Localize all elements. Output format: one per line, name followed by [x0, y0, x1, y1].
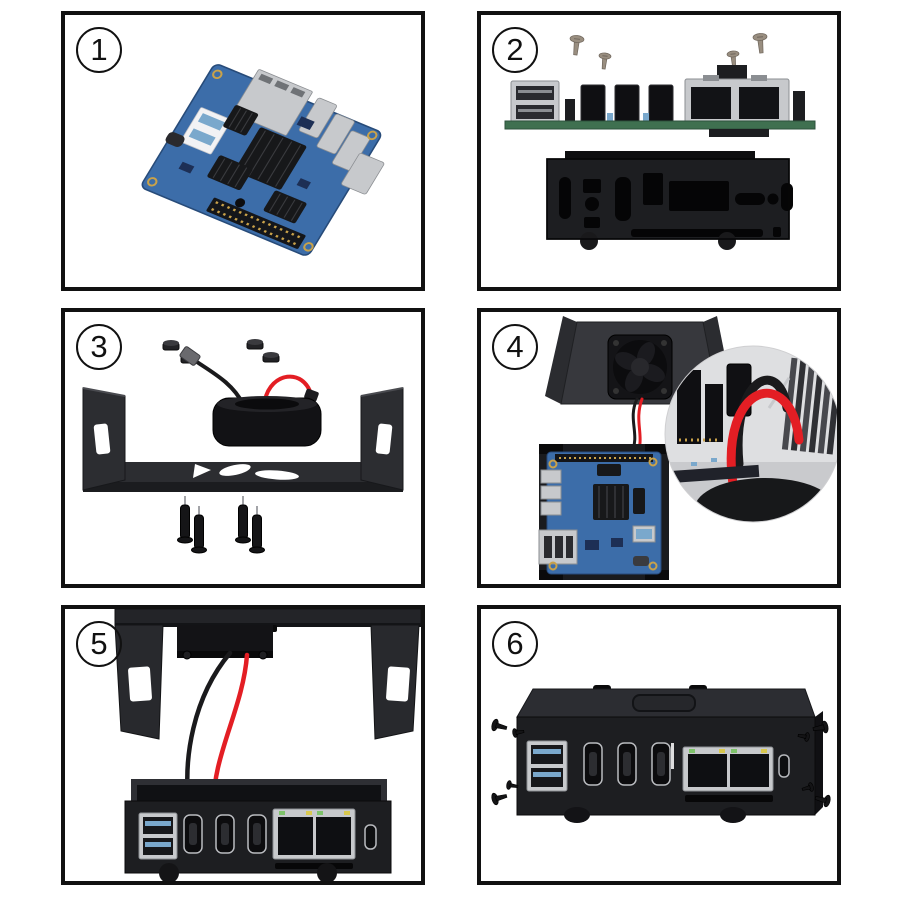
screw-icon: [814, 794, 831, 808]
case-foot: [580, 232, 598, 250]
fan-on-lid: [607, 334, 673, 400]
usb-c-port: [165, 132, 185, 147]
screw-icon: [752, 33, 768, 54]
usb3-stack: [180, 107, 232, 155]
hdmi-ports: [583, 742, 674, 786]
case-foot: [159, 863, 179, 881]
step-panel-4: 4: [477, 308, 841, 588]
case-foot: [564, 807, 590, 823]
fan-and-bracket-illustration: [82, 339, 404, 554]
pcb-edge: [504, 120, 816, 130]
cooling-fan: [179, 346, 322, 447]
standoff-screws: [177, 496, 265, 554]
ports-and-front-panel-illustration: [504, 33, 816, 250]
screw-icon: [726, 50, 740, 68]
screw-icon: [569, 35, 585, 56]
standoff-screw-icon: [235, 496, 251, 544]
case-lid-assembly: [114, 609, 421, 740]
screws: [569, 33, 768, 70]
screw-icon: [512, 728, 525, 738]
gpio-header: [206, 197, 306, 249]
usb-port: [341, 153, 385, 195]
assembled-case: [516, 685, 823, 823]
step-number-badge: 2: [492, 27, 538, 73]
step-number-badge: 4: [492, 324, 538, 370]
screw-icon: [506, 780, 519, 790]
ethernet-dual-port: [684, 75, 790, 124]
usb-c-port: [633, 556, 649, 566]
step-panel-2: 2: [477, 11, 841, 291]
step-panel-3: 3: [61, 308, 425, 588]
screw-icon: [797, 732, 810, 742]
u-bracket: [82, 387, 404, 492]
case-right-face: [815, 711, 823, 815]
screw-icon: [491, 792, 508, 806]
standoff-screw-icon: [191, 506, 207, 554]
top-handle-cutout: [632, 694, 696, 712]
screw-icon: [598, 52, 612, 70]
screw-icon: [801, 782, 814, 792]
lid-wires-case-illustration: [114, 609, 421, 881]
sbc-board-illustration: [141, 64, 385, 256]
board-in-case: [538, 444, 669, 580]
step-number-badge: 3: [76, 324, 122, 370]
sd-slot: [275, 863, 353, 869]
step-panel-5: 5: [61, 605, 425, 885]
step-number-badge: 1: [76, 27, 122, 73]
standoff-screw-icon: [249, 506, 265, 554]
mounting-holes: [146, 69, 378, 252]
board-edge-view: [504, 65, 816, 137]
step-panel-1: 1: [61, 11, 425, 291]
ethernet-dual-port: [272, 808, 356, 860]
case-front-panel: [546, 151, 793, 250]
case-foot: [317, 863, 337, 881]
nut-icon: [246, 339, 264, 350]
standoff-screw-icon: [177, 496, 193, 544]
assembled-case-illustration: [491, 685, 831, 823]
heatsinks: [207, 105, 307, 224]
sbc-board: [141, 64, 385, 256]
side-ports: [538, 469, 578, 565]
case-foot: [718, 232, 736, 250]
usb-c-port: [364, 824, 377, 850]
side-screws: [491, 718, 831, 808]
usb3-stack: [138, 812, 178, 860]
step-panel-6: 6: [477, 605, 841, 885]
mounting-holes: [548, 457, 658, 571]
nut-icon: [162, 340, 180, 351]
nuts: [162, 339, 280, 364]
sd-slot: [685, 795, 773, 802]
case-foot: [720, 807, 746, 823]
top-connector: [717, 65, 747, 81]
fan-cutouts: [193, 464, 299, 480]
ethernet-dual-port: [682, 746, 774, 792]
usb-c-port: [778, 754, 790, 778]
heatsinks: [593, 464, 645, 520]
hdmi-ports: [183, 814, 267, 854]
usb3-stack: [526, 740, 568, 792]
step-number-badge: 6: [492, 621, 538, 667]
step-number-badge: 5: [76, 621, 122, 667]
fan-blades: [615, 342, 665, 392]
fan-red-wire: [263, 374, 313, 402]
fan-connector: [179, 346, 201, 366]
nut-icon: [262, 352, 280, 363]
fan-under-lid: [177, 625, 273, 660]
hdmi-ports: [580, 84, 674, 123]
screw-icon: [812, 720, 829, 734]
wiring-detail-zoom: [665, 346, 837, 522]
screw-icon: [491, 718, 508, 732]
lid-fan-wiring-illustration: [538, 316, 837, 580]
case-bottom-assembly: [124, 779, 392, 881]
